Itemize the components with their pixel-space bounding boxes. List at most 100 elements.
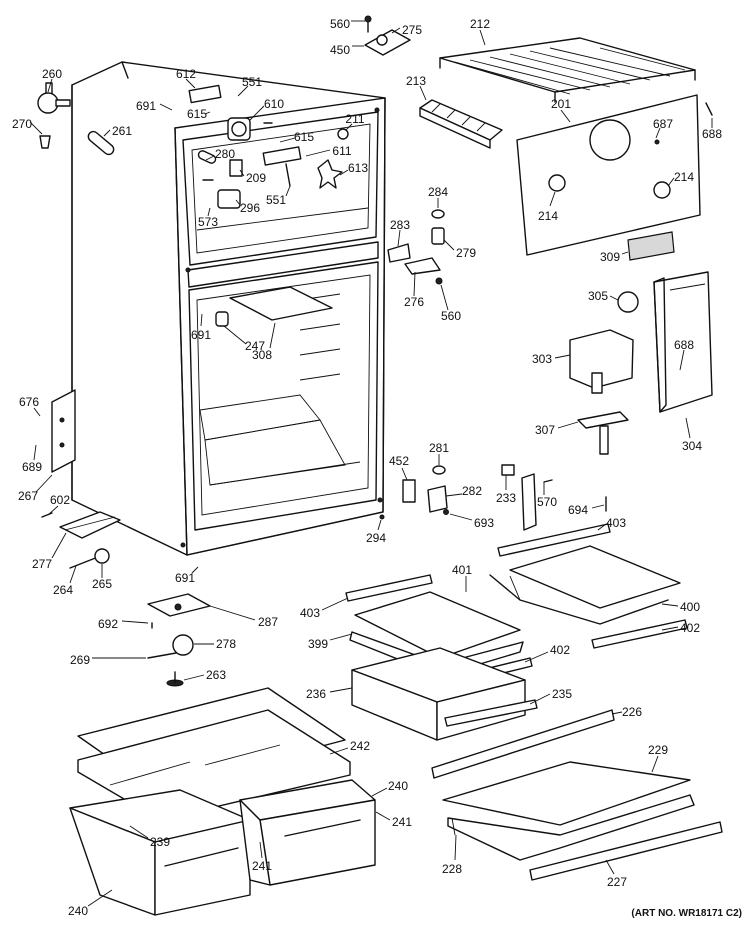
leader-line: [35, 474, 53, 493]
part-callout: 263: [206, 668, 226, 682]
leader-line: [209, 605, 256, 621]
cabinet: [71, 61, 386, 556]
leader-line: [235, 199, 241, 206]
part-callout: 283: [390, 218, 410, 232]
part-callout: 229: [648, 743, 668, 757]
part-callout: 261: [112, 124, 132, 138]
crisper-cover-242: [77, 687, 351, 821]
part-callout: 612: [176, 67, 196, 81]
part-callout: 276: [404, 295, 424, 309]
part-callout: 402: [550, 643, 570, 657]
air-duct-304: [653, 271, 713, 413]
part-callout: 284: [428, 185, 448, 199]
leader-line: [285, 185, 291, 197]
leader-line: [183, 674, 205, 681]
part-callout: 228: [442, 862, 462, 876]
part-callout: 280: [215, 147, 235, 161]
left-side-parts: [37, 82, 121, 569]
part-callout: 611: [332, 144, 351, 158]
leader-line: [191, 566, 199, 574]
part-callout: 278: [216, 637, 236, 651]
trim-226: [431, 709, 615, 779]
leader-line: [440, 284, 449, 311]
bracket-307: [577, 411, 629, 455]
art-number: (ART NO. WR18171 C2): [631, 908, 742, 919]
leader-line: [655, 127, 661, 139]
leader-line: [609, 295, 619, 301]
part-callout: 282: [462, 484, 482, 498]
leader-line: [103, 129, 111, 137]
leader-line: [524, 651, 549, 663]
leader-line: [401, 467, 408, 481]
part-callout: 236: [306, 687, 326, 701]
wire-shelf-212: [439, 37, 696, 103]
part-callout: 403: [300, 606, 320, 620]
leader-line: [597, 523, 607, 531]
leader-line: [345, 123, 353, 131]
leader-line: [249, 105, 265, 121]
leader-line: [239, 169, 245, 177]
part-callout: 275: [402, 23, 422, 37]
part-callout: 239: [150, 835, 170, 849]
part-callout: 560: [441, 309, 461, 323]
leader-line: [651, 755, 659, 773]
leader-line: [591, 504, 605, 509]
part-callout: 214: [674, 170, 694, 184]
part-callout: 277: [32, 557, 52, 571]
part-callout: 211: [345, 112, 364, 126]
part-callout: 399: [308, 637, 328, 651]
leader-line: [129, 825, 149, 839]
leader-line: [445, 493, 463, 497]
shelf-400: [489, 545, 681, 625]
part-callout: 400: [680, 600, 700, 614]
leader-line: [204, 111, 211, 115]
leader-line: [223, 325, 247, 345]
part-callout: 209: [246, 171, 266, 185]
leader-line: [621, 251, 629, 255]
part-callout: 613: [348, 161, 368, 175]
part-callout: 269: [70, 653, 90, 667]
part-callout: 573: [198, 215, 218, 229]
leader-line: [557, 421, 579, 429]
leader-line: [321, 597, 349, 611]
leader-line: [605, 859, 615, 875]
crisper-drawer-left: [69, 789, 251, 916]
leader-line: [549, 191, 556, 207]
leader-line: [449, 513, 473, 521]
leader-line: [391, 27, 401, 34]
part-callout: 214: [538, 209, 558, 223]
part-callout: 450: [330, 43, 350, 57]
left-bottom-parts: [147, 593, 211, 687]
part-callout: 688: [702, 127, 722, 141]
crisper-drawer-right: [239, 779, 376, 886]
part-callout: 402: [680, 621, 700, 635]
trim-402-right: [591, 619, 688, 649]
part-callout: 570: [537, 495, 557, 509]
leader-line: [454, 834, 457, 861]
part-callout: 260: [42, 67, 62, 81]
hinge-275: [364, 15, 411, 56]
part-callout: 307: [535, 423, 555, 437]
part-callout: 242: [350, 739, 370, 753]
leader-line: [413, 271, 416, 297]
part-callout: 296: [240, 201, 260, 215]
part-callout: 401: [452, 563, 472, 577]
part-callout: 551: [266, 193, 286, 207]
leader-line: [69, 565, 77, 584]
part-callout: 692: [98, 617, 118, 631]
leader-line: [305, 149, 331, 157]
screw-688: [705, 102, 713, 116]
shelf-229: [442, 761, 695, 861]
part-callout: 279: [456, 246, 476, 260]
part-callout: 233: [496, 491, 516, 505]
part-callout: 304: [682, 439, 702, 453]
part-callout: 308: [252, 348, 272, 362]
pan-236: [351, 647, 538, 741]
part-callout: 240: [68, 904, 88, 918]
leader-line: [279, 137, 296, 143]
leader-line: [443, 239, 455, 251]
part-callout: 213: [406, 74, 426, 88]
part-callout: 226: [622, 705, 642, 719]
leader-line: [661, 603, 679, 607]
